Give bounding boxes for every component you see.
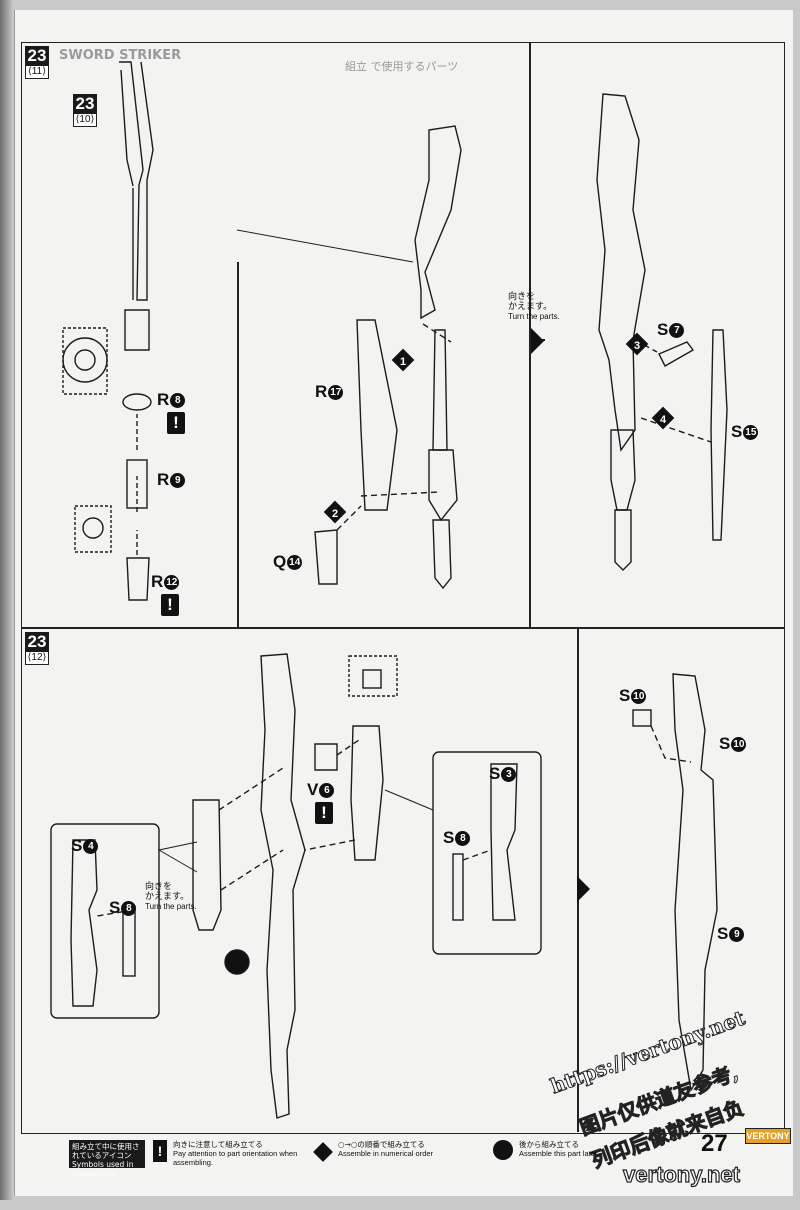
part-v6-cylinder: [314, 743, 338, 771]
turn-note-upper: 向きを かえます。 Turn the parts.: [508, 292, 560, 321]
sword-assembled-side: [596, 93, 646, 452]
sword-main-lower: [260, 653, 306, 1119]
lower-line-drawings: [50, 653, 718, 1119]
warning-icon-v6: !: [315, 802, 333, 824]
faded-parts-note: 組立 で使用するパーツ: [345, 60, 459, 73]
site-badge: VERTONY: [745, 1128, 791, 1144]
svg-text:4: 4: [660, 414, 667, 426]
svg-text:1: 1: [400, 356, 406, 368]
turn-arrow-lower: [577, 876, 590, 902]
sequence-marker-1: 1: [391, 348, 415, 372]
assemble-later-icon: [493, 1140, 513, 1160]
part-q14: [314, 529, 338, 585]
sequence-diamond-icon: [313, 1142, 333, 1162]
faded-header-text: SWORD STRIKER: [59, 48, 182, 63]
part-s7-clip: [658, 341, 695, 367]
upper-step-number: 23⟨11⟩: [25, 46, 49, 79]
lower-panel-frame: [21, 627, 785, 1134]
sword-assembled-lower: [672, 673, 718, 1092]
warning-icon: !: [153, 1140, 167, 1162]
sequence-markers-upper: 1 2 3 4: [323, 332, 675, 524]
assemble-later-icon-lower: [224, 949, 250, 975]
part-r17-blade: [356, 319, 398, 511]
sword-blade-main: [414, 125, 462, 320]
turn-arrow-upper: [531, 328, 544, 354]
sequence-marker-3: 3: [625, 332, 649, 356]
svg-text:2: 2: [332, 508, 338, 520]
upper-divider-2: [529, 42, 531, 627]
turn-note-lower: 向きを かえます。 Turn the parts.: [145, 882, 197, 911]
warning-icon-r8: !: [167, 412, 185, 434]
book-binding: [0, 0, 14, 1200]
upper-panel-frame: [21, 42, 785, 629]
upper-divider-1: [237, 262, 239, 627]
svg-text:3: 3: [634, 340, 640, 352]
sword-handle-rod: [119, 61, 154, 301]
manual-page: SWORD STRIKER 組立 で使用するパーツ 23⟨11⟩ 23⟨10⟩ …: [14, 10, 793, 1196]
upper-reference-step: 23⟨10⟩: [73, 94, 97, 127]
lower-step-number: 23⟨12⟩: [25, 632, 49, 665]
watermark-brand: vertony.net: [622, 1161, 740, 1187]
page-number: 27: [701, 1130, 728, 1157]
sequence-marker-2: 2: [323, 500, 347, 524]
upper-line-drawings: [62, 61, 728, 601]
warning-icon-r12: !: [161, 594, 179, 616]
part-s15-rail: [710, 329, 728, 541]
sequence-marker-4: 4: [651, 406, 675, 430]
